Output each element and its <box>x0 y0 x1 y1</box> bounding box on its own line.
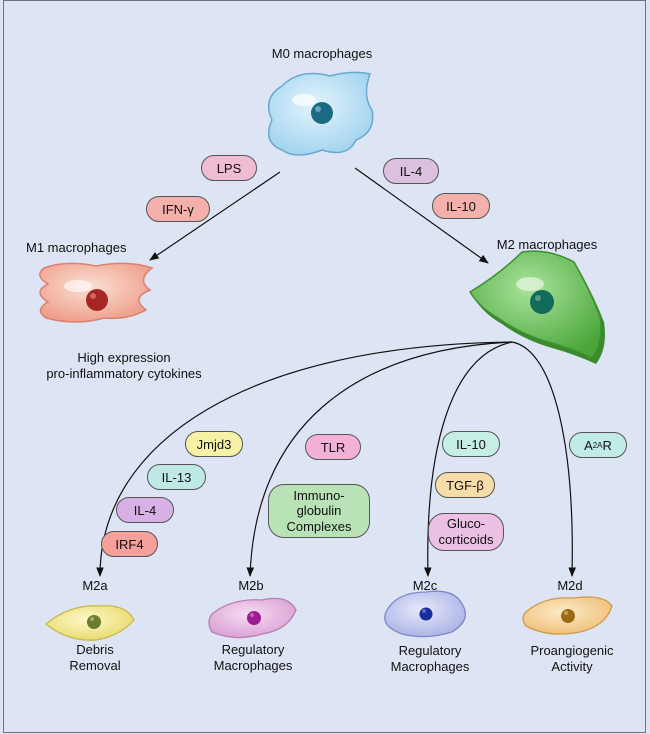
factor-immunoglobulin-complexes: Immuno- globulin Complexes <box>268 484 370 538</box>
complex-line2: globulin <box>296 503 342 519</box>
arrow-m0-to-m1 <box>149 171 281 261</box>
a2ar-base: A <box>584 437 593 453</box>
arrow-m2-to-m2a <box>96 341 513 577</box>
m2c-label: M2c <box>412 578 438 593</box>
stimulus-il10-m2: IL-10 <box>432 193 490 219</box>
factor-il13: IL-13 <box>147 464 206 490</box>
factor-il4-m2a: IL-4 <box>116 497 174 523</box>
m2b-description: Regulatory Macrophages <box>198 642 308 674</box>
factor-tlr: TLR <box>305 434 361 460</box>
diagram-frame <box>3 0 646 733</box>
m2d-cell <box>522 596 613 635</box>
complex-line3: Complexes <box>286 518 352 534</box>
m2a-description-line1: Debris <box>76 642 114 657</box>
complex-line1: Immuno- <box>293 487 345 503</box>
gluco-line2: corticoids <box>438 532 494 547</box>
m2b-label: M2b <box>238 578 264 593</box>
m2-label: M2 macrophages <box>496 237 598 252</box>
m2c-description: Regulatory Macrophages <box>374 643 486 675</box>
m2d-description: Proangiogenic Activity <box>516 643 628 675</box>
a2ar-tail: R <box>602 437 612 453</box>
m2a-cell <box>44 605 135 641</box>
arrow-m2-to-m2d <box>511 341 577 577</box>
m2a-label: M2a <box>82 578 108 593</box>
m2b-cell <box>208 597 297 639</box>
arrow-m2-to-m2b <box>246 341 513 577</box>
m2c-description-line1: Regulatory <box>398 643 462 658</box>
m1-label: M1 macrophages <box>26 240 127 255</box>
m1-description-line2: pro-inflammatory cytokines <box>46 365 202 381</box>
factor-tgf-beta: TGF-β <box>435 472 495 498</box>
m2-cell <box>468 250 605 364</box>
factor-irf4: IRF4 <box>101 531 158 557</box>
m2c-cell <box>384 590 466 638</box>
m2a-description: Debris Removal <box>50 642 140 674</box>
gluco-line1: Gluco- <box>446 516 486 532</box>
m2a-description-line2: Removal <box>69 657 121 673</box>
m1-description-line1: High expression <box>77 350 171 365</box>
factor-glucocorticoids: Gluco- corticoids <box>428 513 504 551</box>
m2d-label: M2d <box>557 578 583 593</box>
a2ar-sub: 2A <box>592 440 603 450</box>
factor-il10-m2c: IL-10 <box>442 431 500 457</box>
m2b-description-line2: Macrophages <box>213 657 293 673</box>
stimulus-il4-m2: IL-4 <box>383 158 439 184</box>
m0-label: M0 macrophages <box>271 46 373 61</box>
m0-cell <box>267 71 374 156</box>
stimulus-ifn-gamma: IFN-γ <box>146 196 210 222</box>
m1-description: High expression pro-inflammatory cytokin… <box>24 350 224 382</box>
m2d-description-line1: Proangiogenic <box>530 643 614 658</box>
stimulus-lps: LPS <box>201 155 257 181</box>
m1-cell <box>39 262 154 323</box>
m2d-description-line2: Activity <box>551 658 593 674</box>
m2b-description-line1: Regulatory <box>221 642 285 657</box>
factor-jmjd3: Jmjd3 <box>185 431 243 457</box>
arrow-m0-to-m2 <box>354 167 489 264</box>
m2c-description-line2: Macrophages <box>390 658 470 674</box>
